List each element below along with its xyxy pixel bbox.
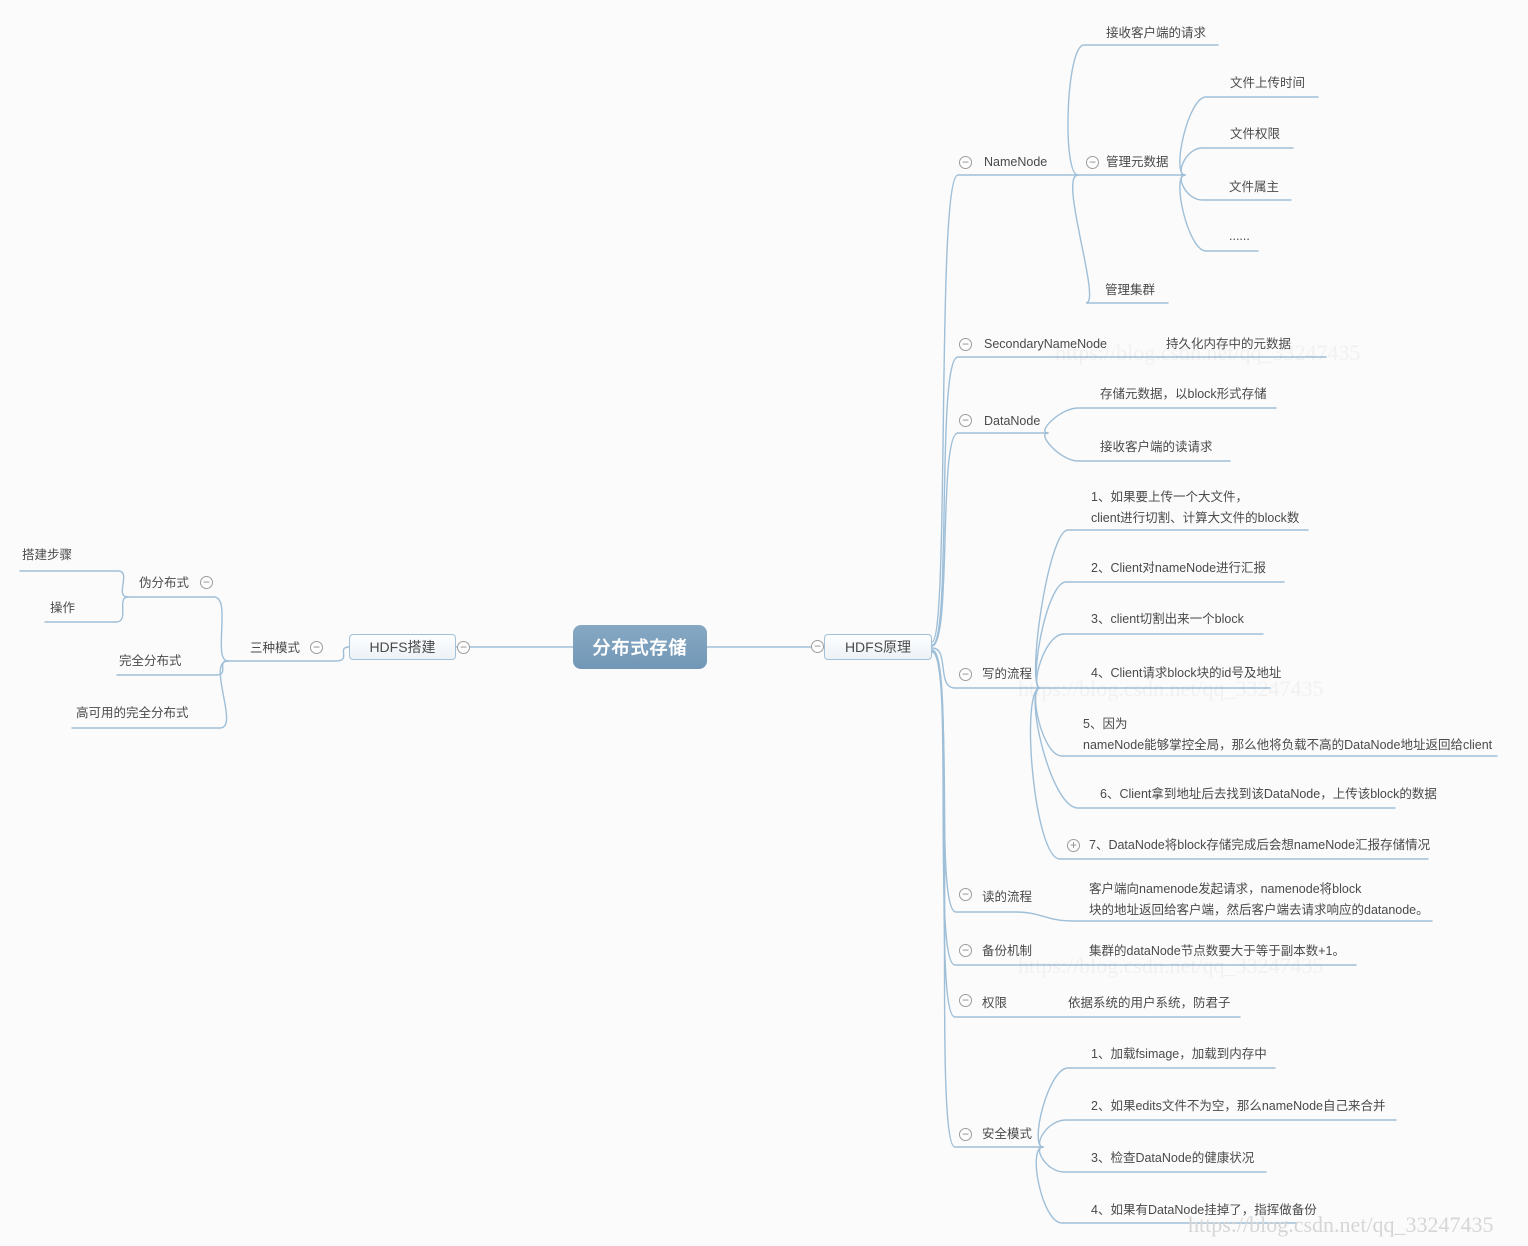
node-full-distributed[interactable]: 完全分布式 bbox=[119, 654, 182, 668]
collapse-icon-safemode[interactable]: − bbox=[959, 1128, 972, 1141]
node-ha-full-distributed[interactable]: 高可用的完全分布式 bbox=[76, 706, 189, 720]
watermark: https://blog.csdn.net/qq_33247435 bbox=[1188, 1212, 1494, 1237]
write-flow-child-lines bbox=[1029, 529, 1498, 860]
node-file-permission[interactable]: 文件权限 bbox=[1230, 127, 1281, 141]
node-write-step-6[interactable]: 6、Client拿到地址后去找到该DataNode，上传该block的数据 bbox=[1100, 787, 1437, 801]
node-hdfs-principle[interactable]: HDFS原理 bbox=[824, 634, 932, 660]
node-datanode-read[interactable]: 接收客户端的读请求 bbox=[1100, 440, 1213, 454]
node-manage-meta[interactable]: 管理元数据 bbox=[1106, 155, 1169, 169]
collapse-icon-modes[interactable]: − bbox=[310, 641, 323, 654]
node-safemode-step-3[interactable]: 3、检查DataNode的健康状况 bbox=[1091, 1151, 1255, 1165]
collapse-icon-write-flow[interactable]: − bbox=[959, 668, 972, 681]
node-safemode-step-2[interactable]: 2、如果edits文件不为空，那么nameNode自己来合并 bbox=[1091, 1099, 1386, 1113]
collapse-icon-hdfs-principle[interactable]: − bbox=[811, 640, 824, 653]
node-meta-ellipsis[interactable]: ...... bbox=[1229, 229, 1250, 243]
node-backup[interactable]: 备份机制 bbox=[982, 944, 1033, 958]
node-safemode-step-4[interactable]: 4、如果有DataNode挂掉了，指挥做备份 bbox=[1091, 1203, 1317, 1217]
node-write-step-7[interactable]: 7、DataNode将block存储完成后会想nameNode汇报存储情况 bbox=[1089, 838, 1431, 852]
watermark-ghost: https://blog.csdn.net/qq_33247435 bbox=[1018, 676, 1324, 701]
node-write-step-5[interactable]: 5、因为 nameNode能够掌控全局，那么他将负载不高的DataNode地址返… bbox=[1083, 717, 1493, 752]
root-node[interactable]: 分布式存储 bbox=[573, 625, 707, 669]
node-safemode-step-1[interactable]: 1、加载fsimage，加载到内存中 bbox=[1091, 1047, 1267, 1061]
safemode-child-lines bbox=[1035, 1067, 1397, 1224]
node-hdfs-setup[interactable]: HDFS搭建 bbox=[349, 634, 456, 660]
collapse-icon-permission[interactable]: − bbox=[959, 994, 972, 1007]
node-backup-note[interactable]: 集群的dataNode节点数要大于等于副本数+1。 bbox=[1089, 944, 1345, 958]
collapse-icon-datanode[interactable]: − bbox=[959, 414, 972, 427]
watermark-ghost: https://blog.csdn.net/qq_33247435 bbox=[1018, 953, 1324, 978]
collapse-icon-secondary[interactable]: − bbox=[959, 338, 972, 351]
node-permission-note[interactable]: 依据系统的用户系统，防君子 bbox=[1068, 996, 1231, 1010]
node-manage-cluster[interactable]: 管理集群 bbox=[1105, 283, 1156, 297]
collapse-icon-read-flow[interactable]: − bbox=[959, 888, 972, 901]
setup-branch-lines bbox=[19, 570, 350, 729]
node-setup-steps[interactable]: 搭建步骤 bbox=[22, 548, 73, 562]
collapse-icon-backup[interactable]: − bbox=[959, 944, 972, 957]
collapse-icon-manage-meta[interactable]: − bbox=[1086, 156, 1099, 169]
node-read-note[interactable]: 客户端向namenode发起请求，namenode将block 块的地址返回给客… bbox=[1089, 882, 1429, 917]
node-permission[interactable]: 权限 bbox=[982, 996, 1008, 1010]
watermark-ghost: https://blog.csdn.net/qq_33247435 bbox=[1055, 340, 1361, 365]
node-modes[interactable]: 三种模式 bbox=[250, 641, 301, 655]
node-pseudo-distributed[interactable]: 伪分布式 bbox=[139, 576, 190, 590]
node-write-step-4[interactable]: 4、Client请求block块的id号及地址 bbox=[1091, 666, 1282, 680]
node-datanode[interactable]: DataNode bbox=[984, 414, 1041, 428]
node-safemode[interactable]: 安全模式 bbox=[982, 1127, 1033, 1141]
node-datanode-store[interactable]: 存储元数据，以block形式存储 bbox=[1100, 387, 1267, 401]
principle-branch-lines bbox=[931, 174, 1433, 1148]
node-write-step-2[interactable]: 2、Client对nameNode进行汇报 bbox=[1091, 561, 1267, 575]
datanode-child-lines bbox=[1044, 407, 1277, 462]
node-namenode[interactable]: NameNode bbox=[984, 155, 1048, 169]
node-read-flow[interactable]: 读的流程 bbox=[982, 890, 1033, 904]
collapse-icon-hdfs-setup[interactable]: − bbox=[457, 641, 470, 654]
node-operate[interactable]: 操作 bbox=[50, 601, 76, 615]
node-receive-client-request[interactable]: 接收客户端的请求 bbox=[1106, 26, 1207, 40]
node-file-owner[interactable]: 文件属主 bbox=[1229, 180, 1280, 194]
collapse-icon-namenode[interactable]: − bbox=[959, 156, 972, 169]
node-write-step-3[interactable]: 3、client切割出来一个block bbox=[1091, 612, 1244, 626]
node-file-upload-time[interactable]: 文件上传时间 bbox=[1230, 76, 1306, 90]
node-write-step-1[interactable]: 1、如果要上传一个大文件， client进行切割、计算大文件的block数 bbox=[1091, 490, 1300, 525]
expand-icon-write-step7[interactable]: + bbox=[1067, 839, 1080, 852]
collapse-icon-pseudo[interactable]: − bbox=[200, 576, 213, 589]
namenode-child-lines bbox=[1067, 44, 1319, 304]
node-write-flow[interactable]: 写的流程 bbox=[982, 667, 1033, 681]
node-secondary-note[interactable]: 持久化内存中的元数据 bbox=[1166, 337, 1292, 351]
node-secondary-namenode[interactable]: SecondaryNameNode bbox=[984, 337, 1107, 351]
